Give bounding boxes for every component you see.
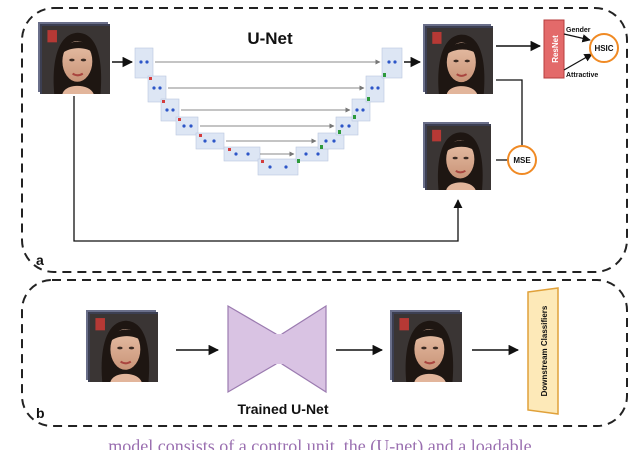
target-face-image	[423, 122, 492, 191]
mse-node	[507, 145, 537, 175]
downstream-classifiers-block	[527, 287, 559, 415]
resnet-block	[543, 19, 565, 79]
attractive-label: Attractive	[566, 72, 598, 79]
output-to-mse-line	[496, 79, 523, 146]
hsic-node	[589, 33, 619, 63]
trained-unet-label: Trained U-Net	[237, 401, 328, 417]
unet-architecture	[134, 47, 403, 176]
gender-arrow	[563, 33, 591, 43]
figure-caption: model consists of a control unit, the (U…	[108, 436, 532, 450]
output-face-image	[423, 24, 494, 95]
panel-a-border	[21, 7, 628, 273]
input-face-image	[38, 22, 112, 96]
panel-a-label: a	[36, 252, 44, 268]
panel-b-output-face-image	[390, 310, 464, 384]
panel-b-border	[21, 279, 628, 427]
unet-title: U-Net	[247, 29, 293, 48]
panel-b-label: b	[36, 405, 45, 421]
panel-b-input-face-image	[86, 310, 160, 384]
resnet-label: ResNet	[551, 35, 560, 63]
attractive-arrow	[563, 53, 593, 71]
gender-label: Gender	[566, 27, 591, 34]
hsic-label: HSIC	[594, 44, 613, 53]
trained-unet-bottleneck	[275, 334, 283, 364]
downstream-classifiers-label: Downstream Classifiers	[540, 305, 549, 396]
input-to-target-path	[73, 96, 463, 242]
mse-label: MSE	[513, 156, 531, 165]
